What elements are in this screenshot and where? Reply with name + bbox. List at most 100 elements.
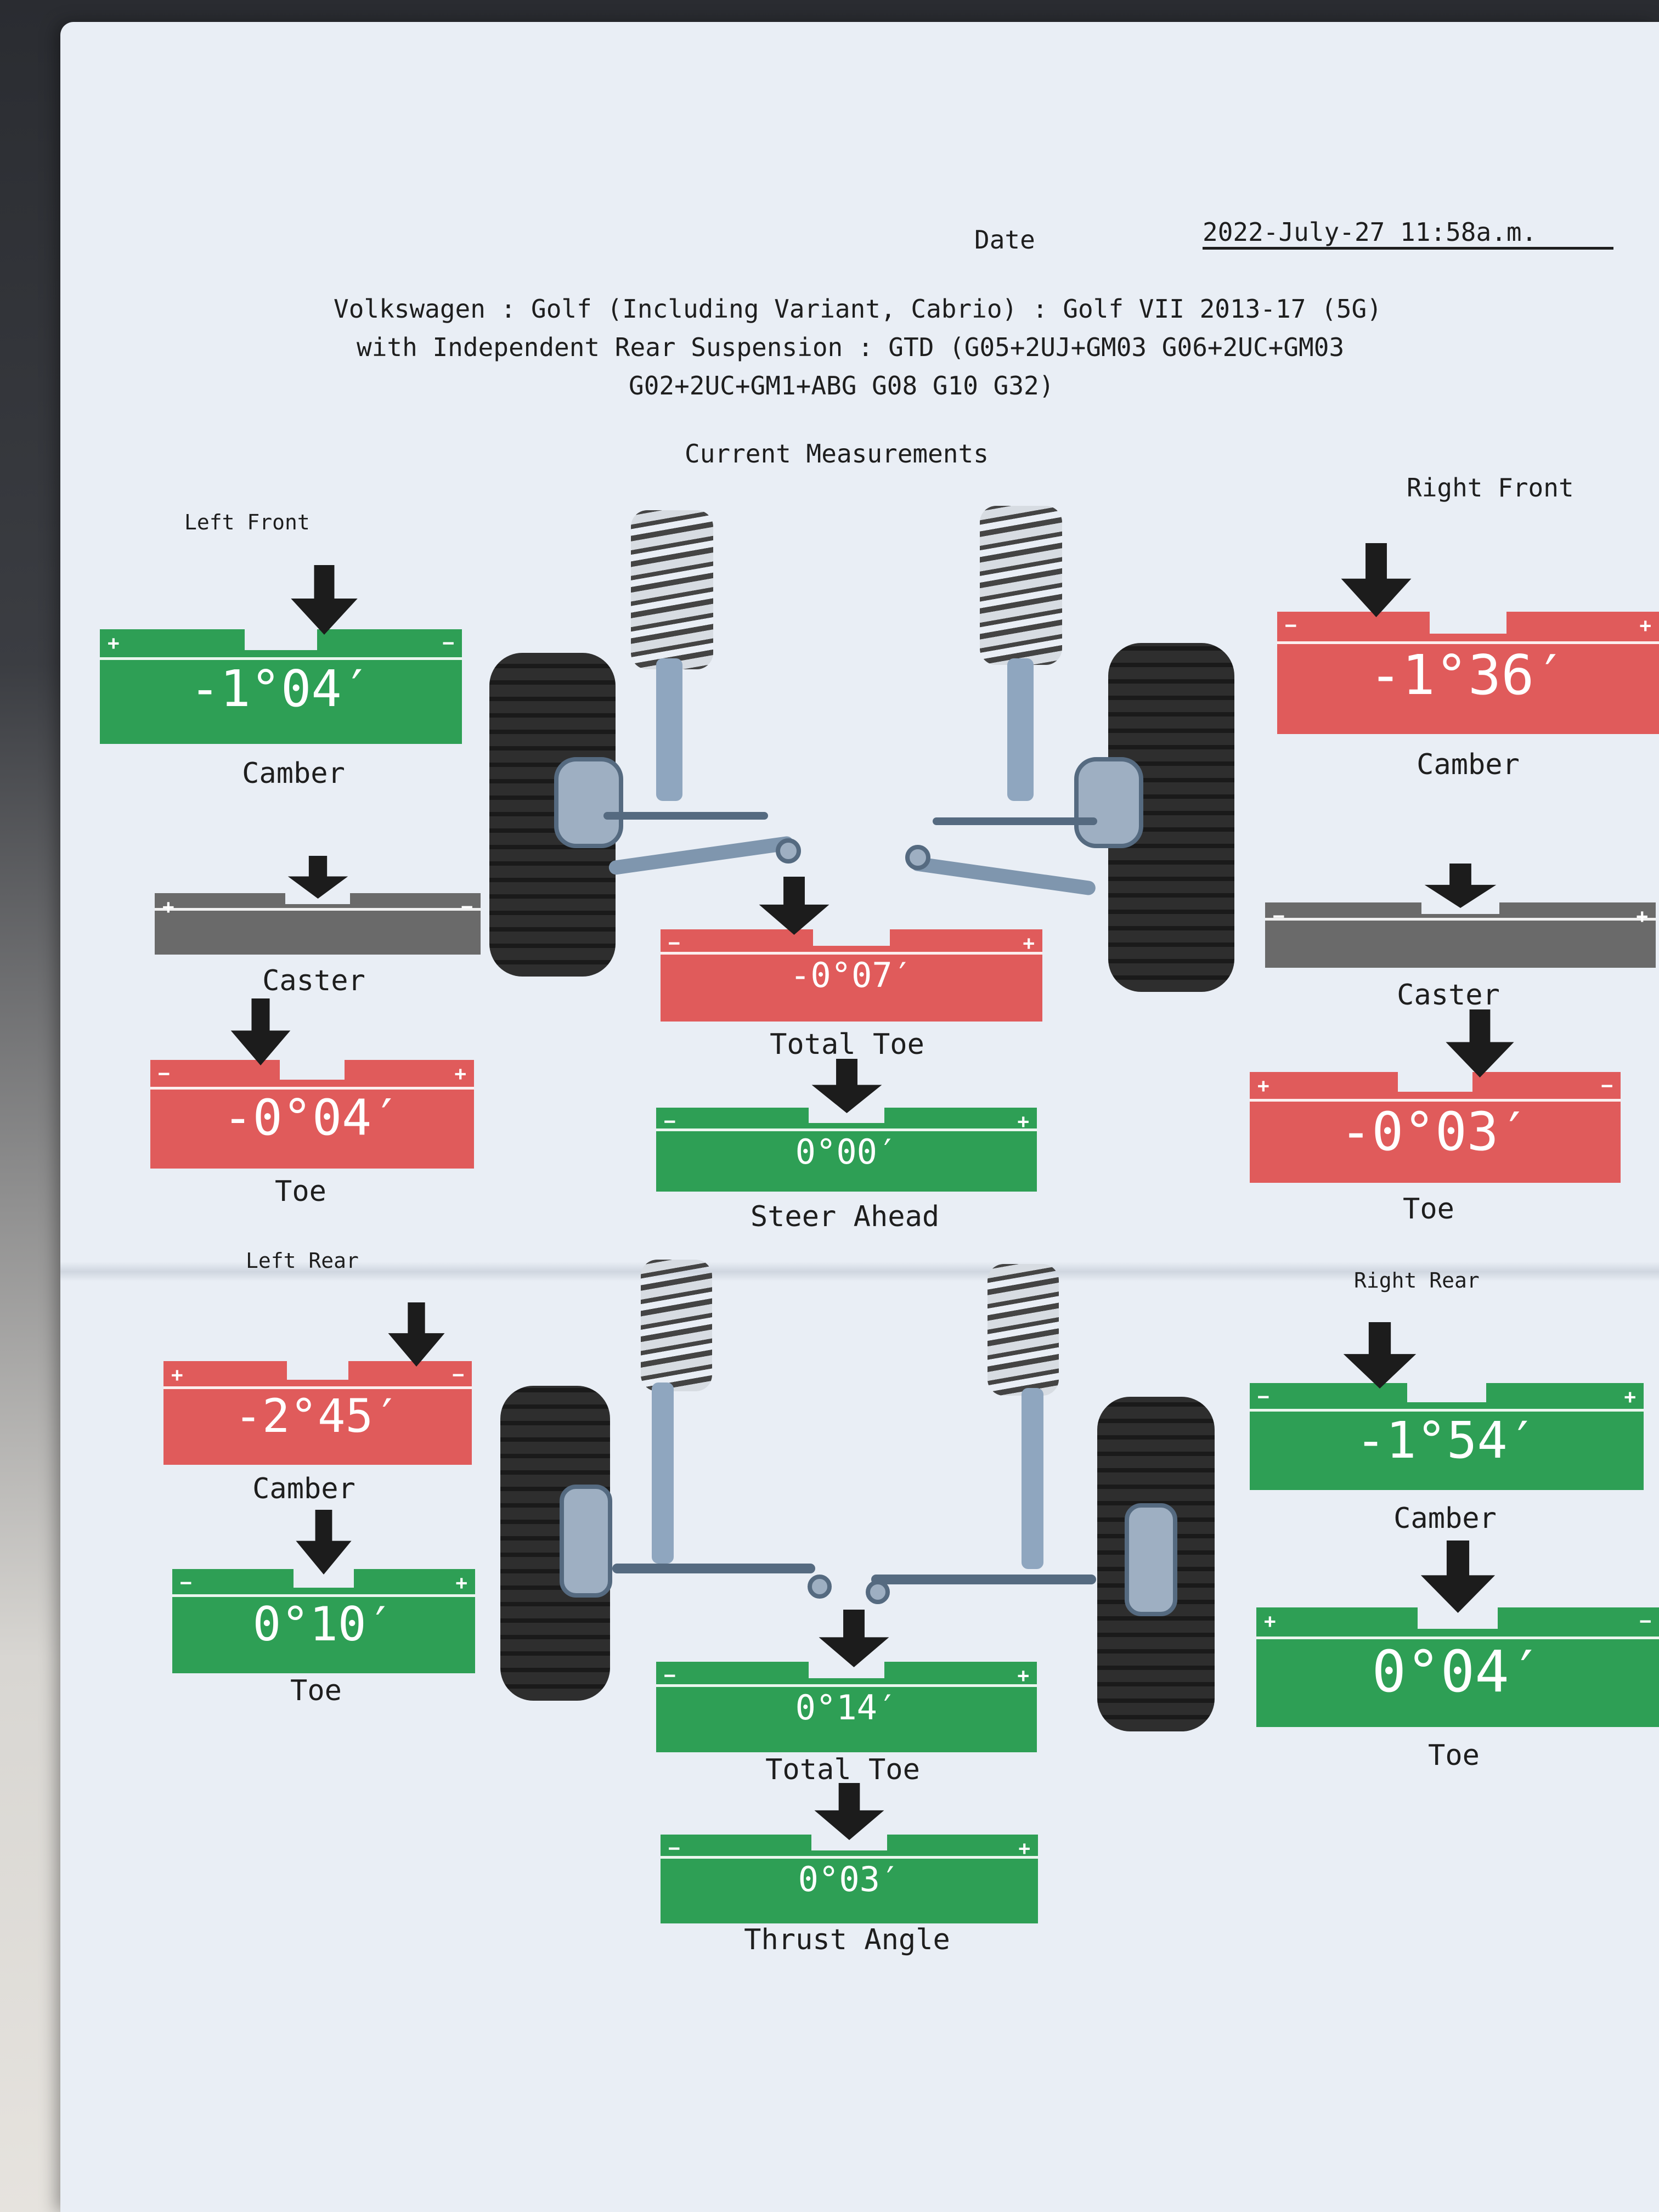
gauge-divider [1256,1637,1659,1639]
gauge-bar [1250,1402,1644,1490]
gauge-step-left [150,1060,280,1080]
vehicle-line-1: Volkswagen : Golf (Including Variant, Ca… [334,294,1382,324]
gauge-step-right [348,1361,472,1380]
down-arrow-icon [388,1302,445,1367]
steer-ahead-label: Steer Ahead [750,1200,940,1233]
gauge-step-right [887,1835,1038,1850]
down-arrow-icon [759,877,830,935]
gauge-divider [1250,1099,1621,1102]
gauge-bar [1277,634,1659,734]
down-arrow-icon [1424,864,1497,908]
date-value: 2022-July-27 11:58a.m. [1203,217,1614,250]
gauge-step-left [100,629,245,650]
gauge-value: 0°14′ [795,1688,898,1728]
gauge-value: -2°45′ [234,1389,401,1443]
gauge-sign-left: − [664,1110,676,1133]
gauge-sign-right: + [1624,1386,1636,1408]
gauge-sign-right: − [442,632,454,654]
gauge-value: -1°04′ [189,659,373,718]
gauge-step-right [345,1060,474,1080]
gauge-step-right [884,1662,1037,1678]
gauge-step-left [172,1569,294,1588]
gauge-divider [1265,918,1656,921]
gauge-sign-right: + [1636,905,1648,928]
front-total-toe-gauge: −+-0°07′ [661,877,1042,1022]
gauge-step-left [656,1662,809,1678]
right-rear-toe-gauge: + − 0°04′ [1256,1541,1659,1727]
gauge-sign-right: + [1023,932,1035,955]
gauge-bar [656,1123,1037,1192]
gauge-sign-left: + [1264,1610,1276,1633]
down-arrow-icon [811,1059,882,1113]
gauge-divider [100,657,462,660]
gauge-divider [150,1087,474,1090]
left-front-toe-label: Toe [275,1175,326,1208]
gauge-divider [172,1594,475,1597]
gauge-bar [155,904,481,955]
gauge-step-right [1472,1072,1621,1092]
right-front-label: Right Front [1407,473,1574,503]
down-arrow-icon [230,998,290,1065]
left-front-caster-gauge: +− [155,856,481,955]
gauge-value: 0°10′ [252,1597,395,1652]
left-rear-toe-label: Toe [290,1674,342,1707]
gauge-step-right [889,929,1042,946]
gauge-value: 0°04′ [1372,1638,1544,1705]
gauge-step-left [656,1108,809,1123]
gauge-step-left [661,1835,812,1850]
gauge-bar [656,1678,1037,1752]
rear-total-toe-gauge: −+0°14′ [656,1610,1037,1752]
down-arrow-icon [1420,1541,1495,1613]
right-front-caster-gauge: −+ [1265,864,1656,968]
thrust-angle-gauge: −+0°03′ [661,1783,1038,1923]
down-arrow-icon [819,1610,889,1667]
gauge-value: -1°36′ [1369,643,1567,707]
right-rear-camber-gauge: −+-1°54′ [1250,1322,1644,1490]
paper-fold [60,1262,1659,1282]
vehicle-line-2: with Independent Rear Suspension : GTD (… [357,332,1345,362]
gauge-sign-right: − [1601,1075,1613,1097]
gauge-step-left [1250,1072,1398,1092]
gauge-step-right [317,629,462,650]
gauge-divider [661,952,1042,955]
gauge-step-left [155,893,285,904]
gauge-bar [1256,1629,1659,1727]
gauge-sign-right: + [454,1063,466,1085]
gauge-divider [656,1684,1037,1687]
gauge-value: 0°03′ [798,1859,901,1899]
gauge-step-right [350,893,481,904]
gauge-sign-right: − [1639,1610,1651,1633]
section-title: Current Measurements [685,439,989,469]
gauge-value: -0°04′ [223,1089,402,1147]
left-front-caster-label: Caster [262,964,365,997]
gauge-sign-right: − [452,1364,464,1386]
gauge-sign-left: − [180,1572,192,1594]
gauge-sign-left: − [1257,1386,1269,1408]
rear-total-toe-label: Total Toe [765,1753,920,1786]
gauge-step-right [1499,902,1656,914]
gauge-sign-right: − [461,896,473,918]
gauge-step-right [354,1569,475,1588]
right-front-caster-label: Caster [1397,979,1500,1012]
right-front-camber-gauge: −+-1°36′ [1277,543,1659,734]
right-rear-label: Right Rear [1354,1268,1480,1293]
right-rear-camber-label: Camber [1393,1502,1497,1535]
gauge-step-left [163,1361,287,1380]
gauge-sign-left: − [1285,614,1297,637]
gauge-bar [100,650,462,744]
gauge-step-right [1506,612,1659,634]
gauge-sign-left: + [1257,1075,1269,1097]
gauge-step-left [661,929,814,946]
down-arrow-icon [291,565,358,635]
gauge-bar [661,946,1042,1022]
gauge-step-right [884,1108,1037,1123]
right-front-camber-label: Camber [1417,748,1520,781]
gauge-divider [656,1128,1037,1131]
gauge-step-right [1486,1383,1644,1402]
steer-ahead-gauge: −+0°00′ [656,1059,1037,1192]
left-rear-toe-gauge: −+0°10′ [172,1510,475,1673]
right-front-toe-gauge: +−-0°03′ [1250,1009,1621,1183]
gauge-step-left [1256,1607,1418,1629]
gauge-divider [1250,1409,1644,1412]
left-front-toe-gauge: −+-0°04′ [150,998,474,1169]
